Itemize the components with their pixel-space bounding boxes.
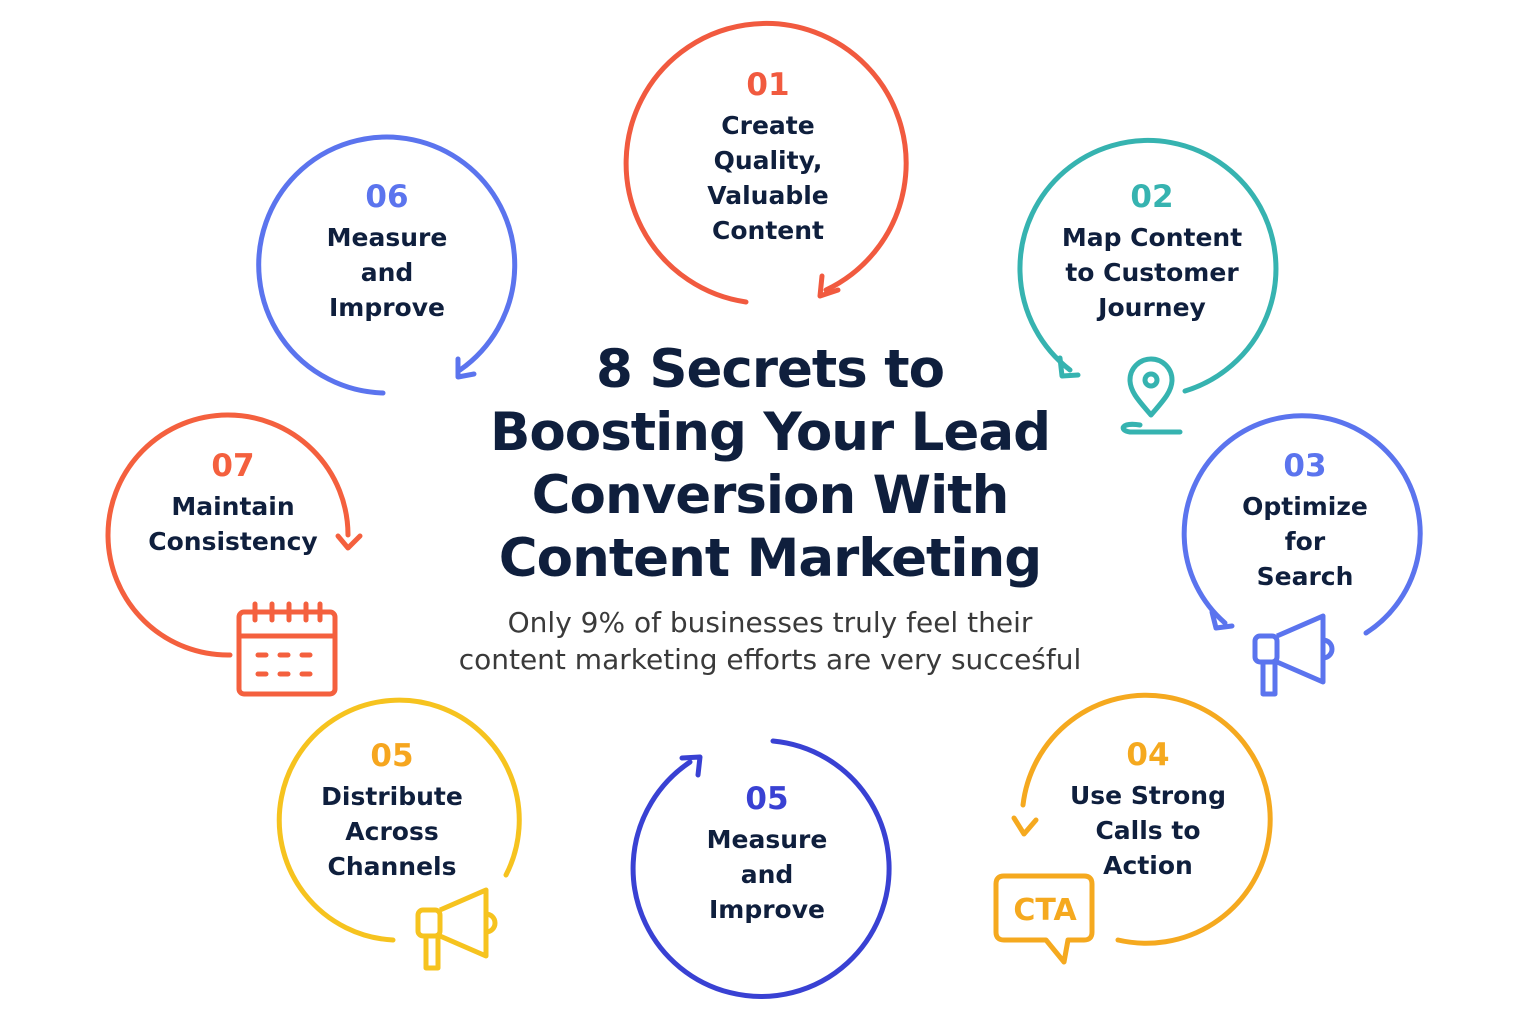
step-04-ring [1011,692,1273,946]
step-label-line: and [360,258,414,287]
step-label-line: Optimize [1242,492,1368,521]
step-label-line: Map Content [1061,223,1243,252]
step-04: 04 Use Strong Calls to Action [1038,736,1258,883]
subtitle-line: content marketing efforts are very succe… [458,643,1082,676]
step-05b-ring [630,738,892,999]
title-line: 8 Secrets to [595,339,945,400]
step-label-line: Quality, [713,146,823,175]
calendar-icon [236,601,338,697]
step-label-line: for [1284,527,1326,556]
step-number: 05 [370,738,414,774]
step-label-line: Journey [1098,293,1206,322]
step-label-line: Calls to [1095,816,1201,845]
step-05b: 05 Measure and Improve [667,780,867,927]
step-label: Measure and Improve [667,822,867,927]
title-block: 8 Secrets to Boosting Your Lead Conversi… [400,338,1140,678]
title-line: Conversion With [531,465,1010,526]
step-label-line: Across [345,817,439,846]
step-label: Optimize for Search [1215,489,1395,594]
step-06: 06 Measure and Improve [292,178,482,325]
step-number: 04 [1126,737,1170,773]
title-line: Boosting Your Lead [489,402,1051,463]
step-01-ring [623,21,909,305]
step-06-ring [256,134,518,396]
cta-icon-text: CTA [1013,893,1077,928]
step-label: Measure and Improve [292,220,482,325]
step-01: 01 Create Quality, Valuable Content [658,66,878,248]
cta-speech-bubble-icon: CTA [993,873,1095,965]
step-number: 01 [746,67,790,103]
step-label: Distribute Across Channels [292,779,492,884]
step-number: 06 [365,179,409,215]
step-number: 02 [1130,179,1174,215]
megaphone-icon [1255,616,1332,694]
step-label-line: Measure [326,223,448,252]
title-line: Content Marketing [498,528,1042,589]
step-label: Map Content to Customer Journey [1032,220,1272,325]
step-label-line: Create [721,111,815,140]
step-label-line: and [740,860,794,889]
step-07: 07 Maintain Consistency [128,447,338,559]
step-label-line: Search [1256,562,1354,591]
step-label-line: Improve [708,895,825,924]
main-title: 8 Secrets to Boosting Your Lead Conversi… [400,338,1140,590]
step-label-line: Valuable [707,181,829,210]
step-number: 07 [211,448,255,484]
step-label-line: Use Strong [1070,781,1226,810]
step-label-line: Maintain [171,492,295,521]
step-label-line: Content [712,216,824,245]
location-pin-icon [1120,356,1183,435]
step-05a-ring [276,697,522,943]
step-label-line: Improve [328,293,445,322]
step-05a: 05 Distribute Across Channels [292,737,492,884]
subtitle-line: Only 9% of businesses truly feel their [507,606,1033,639]
subtitle: Only 9% of businesses truly feel their c… [400,604,1140,678]
step-label-line: Channels [327,852,457,881]
step-02: 02 Map Content to Customer Journey [1032,178,1272,325]
step-label-line: Measure [706,825,828,854]
step-label-line: to Customer [1065,258,1239,287]
step-label-line: Consistency [148,527,318,556]
step-label: Create Quality, Valuable Content [658,108,878,248]
step-number: 03 [1283,448,1327,484]
step-07-ring [105,412,363,658]
step-label-line: Distribute [321,782,463,811]
step-label: Use Strong Calls to Action [1038,778,1258,883]
step-03: 03 Optimize for Search [1215,447,1395,594]
step-03-ring [1181,413,1423,636]
megaphone-icon [418,890,495,968]
step-02-ring [1017,137,1279,394]
step-label-line: Action [1103,851,1193,880]
step-label: Maintain Consistency [128,489,338,559]
step-number: 05 [745,781,789,817]
